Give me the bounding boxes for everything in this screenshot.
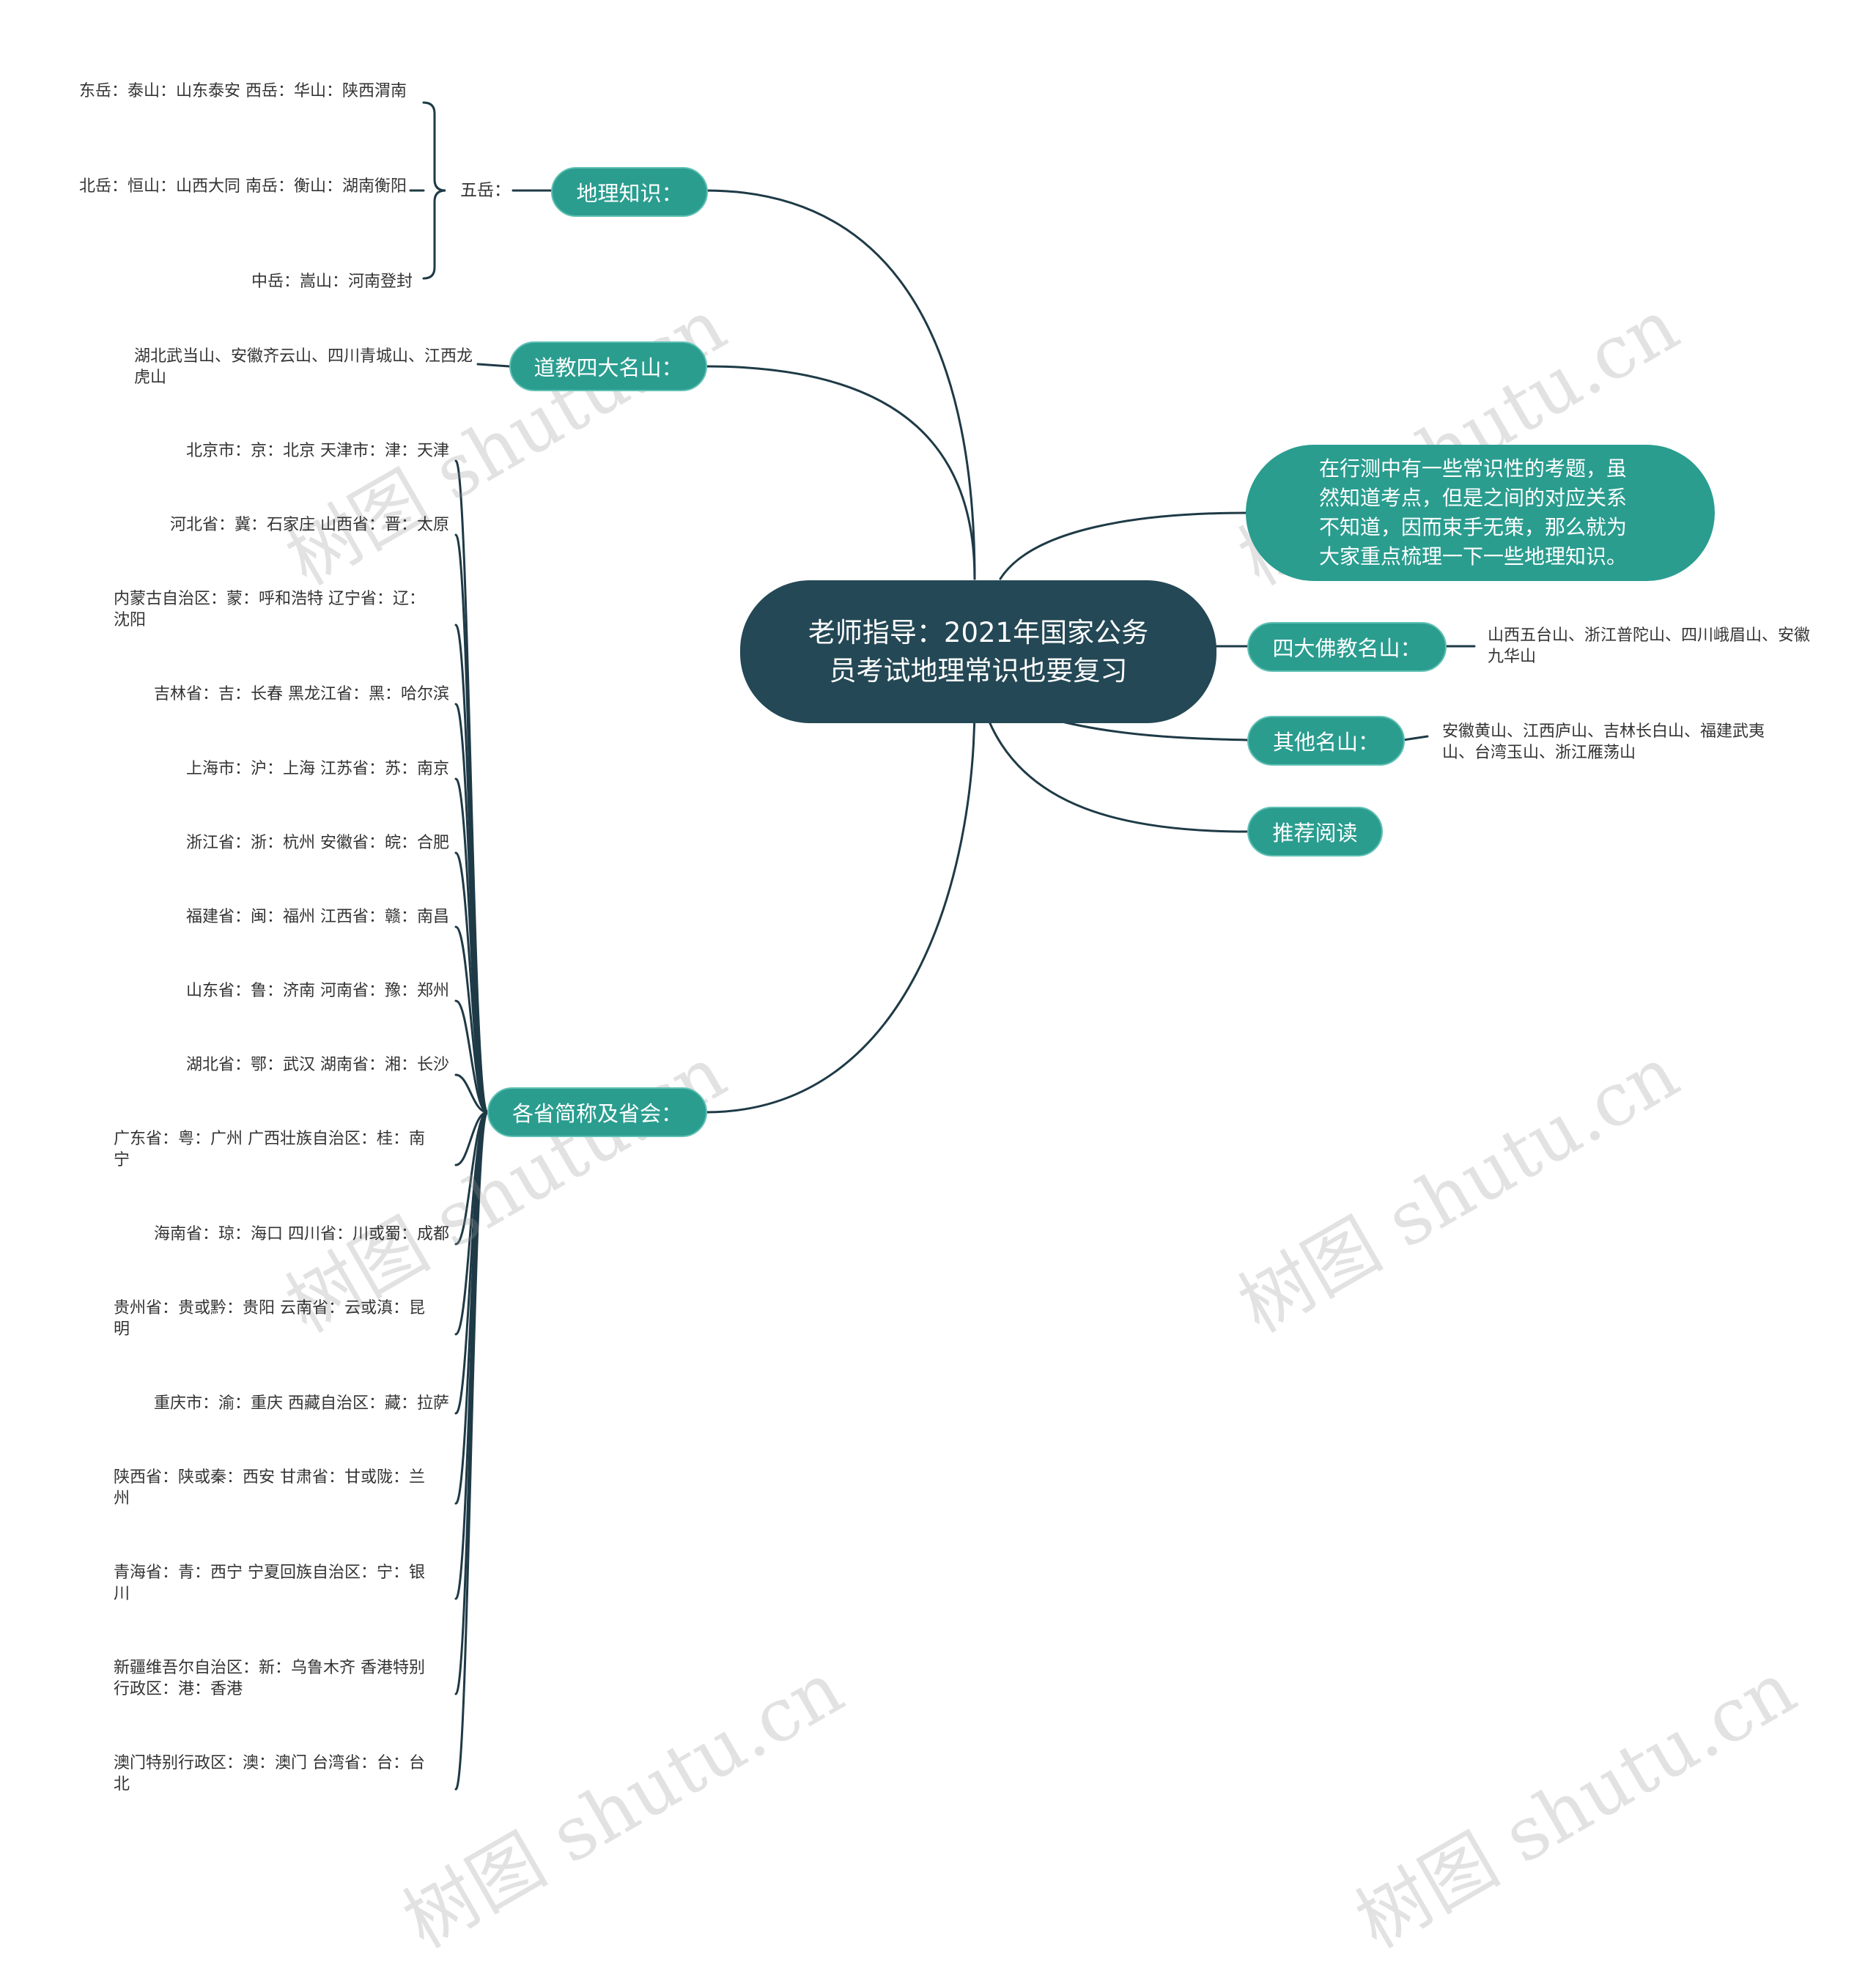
connector-province-4	[454, 703, 489, 1114]
leaf-province-15[interactable]: 青海省：青：西宁 宁夏回族自治区：宁：银川	[114, 1564, 425, 1603]
leaf-other[interactable]: 安徽黄山、江西庐山、吉林长白山、福建武夷山、台湾玉山、浙江雁荡山	[1442, 722, 1765, 762]
leaf-province-1[interactable]: 北京市：京：北京 天津市：津：天津	[186, 442, 449, 460]
leaf-province-12[interactable]: 贵州省：贵或黔：贵阳 云南省：云或滇：昆明	[114, 1299, 425, 1339]
connector-root-other	[1046, 717, 1249, 741]
branch-buddhist-mountains[interactable]: 四大佛教名山：	[1247, 622, 1447, 672]
connector-province-10	[454, 1111, 489, 1166]
intro-note[interactable]: 在行测中有一些常识性的考题，虽然知道考点，但是之间的对应关系不知道，因而束手无策…	[1246, 445, 1715, 581]
connector-province-9	[454, 1073, 489, 1114]
leaf-wuyue-3[interactable]: 中岳：嵩山：河南登封	[251, 273, 413, 291]
branch-provinces[interactable]: 各省简称及省会：	[487, 1087, 707, 1137]
leaf-province-3[interactable]: 内蒙古自治区：蒙：呼和浩特 辽宁省：辽：沈阳	[114, 590, 425, 629]
connector-taoist-leaf	[476, 363, 511, 368]
connector-other-leaf	[1402, 735, 1429, 741]
branch-recommended-reading[interactable]: 推荐阅读	[1247, 807, 1383, 857]
leaf-wuyue-2[interactable]: 北岳：恒山：山西大同 南岳：衡山：湖南衡阳	[79, 177, 407, 196]
leaf-province-10[interactable]: 广东省：粤：广州 广西壮族自治区：桂：南宁	[114, 1130, 425, 1169]
branch-provinces-label: 各省简称及省会：	[512, 1101, 682, 1126]
connector-root-note	[999, 511, 1247, 580]
leaf-province-4[interactable]: 吉林省：吉：长春 黑龙江省：黑：哈尔滨	[154, 685, 449, 703]
branch-reading-label: 推荐阅读	[1272, 821, 1358, 846]
leaf-taoist[interactable]: 湖北武当山、安徽齐云山、四川青城山、江西龙虎山	[134, 347, 473, 387]
connector-wuyue-bracket	[422, 101, 446, 280]
leaf-province-17[interactable]: 澳门特别行政区：澳：澳门 台湾省：台：台北	[114, 1754, 425, 1794]
leaf-province-14[interactable]: 陕西省：陕或秦：西安 甘肃省：甘或陇：兰州	[114, 1468, 425, 1508]
leaf-wuyue-1[interactable]: 东岳：泰山：山东泰安 西岳：华山：陕西渭南	[79, 82, 407, 100]
branch-buddhist-label: 四大佛教名山：	[1272, 636, 1422, 661]
leaf-province-16[interactable]: 新疆维吾尔自治区：新：乌鲁木齐 香港特别行政区：港：香港	[114, 1659, 425, 1698]
leaf-province-13[interactable]: 重庆市：渝：重庆 西藏自治区：藏：拉萨	[154, 1394, 449, 1413]
leaf-buddhist[interactable]: 山西五台山、浙江普陀山、四川峨眉山、安徽九华山	[1488, 626, 1811, 666]
leaf-province-2[interactable]: 河北省：冀：石家庄 山西省：晋：太原	[170, 516, 449, 534]
connector-province-11	[454, 1111, 489, 1246]
leaf-province-8[interactable]: 山东省：鲁：济南 河南省：豫：郑州	[186, 982, 449, 1000]
connector-root-geo	[704, 189, 976, 580]
branch-geo-label: 地理知识：	[576, 181, 683, 206]
branch-geo-knowledge[interactable]: 地理知识：	[551, 167, 708, 217]
subtopic-wuyue[interactable]: 五岳：	[460, 181, 511, 200]
branch-other-mountains[interactable]: 其他名山：	[1247, 716, 1405, 766]
connector-root-taoist	[704, 365, 976, 580]
root-topic[interactable]: 老师指导：2021年国家公务员考试地理常识也要复习	[740, 580, 1216, 723]
branch-other-label: 其他名山：	[1272, 730, 1379, 755]
connector-province-8	[454, 999, 489, 1114]
leaf-province-6[interactable]: 浙江省：浙：杭州 安徽省：皖：合肥	[186, 834, 449, 852]
connector-province-17	[454, 1111, 489, 1791]
intro-note-text: 在行测中有一些常识性的考题，虽然知道考点，但是之间的对应关系不知道，因而束手无策…	[1319, 456, 1628, 569]
branch-taoist-mountains[interactable]: 道教四大名山：	[509, 341, 707, 391]
leaf-province-7[interactable]: 福建省：闽：福州 江西省：赣：南昌	[186, 908, 449, 926]
connector-root-reading	[988, 720, 1249, 833]
leaf-province-9[interactable]: 湖北省：鄂：武汉 湖南省：湘：长沙	[186, 1056, 449, 1074]
connector-lines	[409, 101, 1476, 1791]
connector-province-7	[454, 925, 489, 1114]
branch-taoist-label: 道教四大名山：	[533, 355, 683, 380]
connector-root-provinces	[704, 702, 976, 1114]
root-topic-label: 老师指导：2021年国家公务员考试地理常识也要复习	[808, 616, 1149, 687]
leaf-province-5[interactable]: 上海市：沪：上海 江苏省：苏：南京	[186, 760, 449, 778]
leaf-province-11[interactable]: 海南省：琼：海口 四川省：川或蜀：成都	[154, 1225, 449, 1243]
